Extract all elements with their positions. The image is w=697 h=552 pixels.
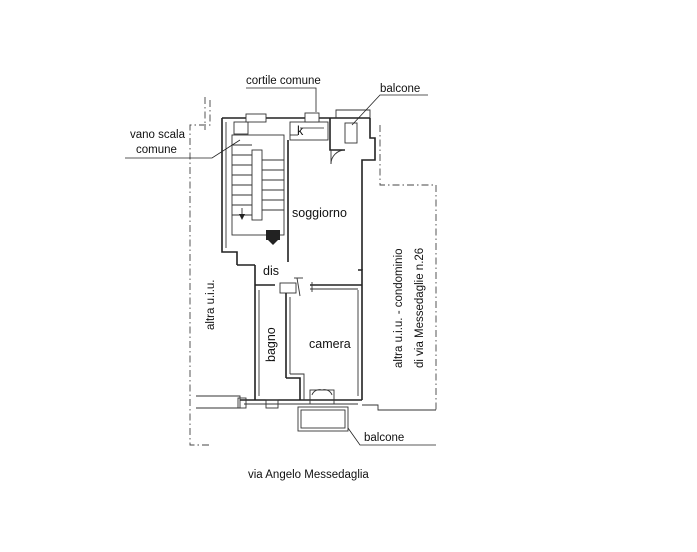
neighbour-boundaries	[189, 97, 437, 446]
label-vano-scala: vano scala	[130, 129, 186, 141]
label-altra-uiu-left: altra u.i.u.	[205, 280, 217, 331]
label-k: k	[297, 124, 304, 138]
label-comune: comune	[136, 144, 177, 156]
label-dis: dis	[263, 264, 279, 278]
label-soggiorno: soggiorno	[292, 206, 347, 220]
label-bagno: bagno	[264, 327, 278, 362]
label-balcone-bottom: balcone	[364, 432, 404, 444]
label-altra-uiu-right-1: altra u.i.u. - condominio	[393, 248, 405, 368]
label-altra-uiu-right-2: di via Messedaglie n.26	[414, 248, 426, 368]
stair-door	[266, 140, 289, 262]
kitchen-area	[289, 112, 346, 165]
interior-partitions	[255, 277, 362, 400]
label-street: via Angelo Messedaglia	[248, 469, 369, 481]
top-balcony	[335, 109, 371, 144]
leader-lines	[125, 87, 436, 446]
label-camera: camera	[309, 337, 351, 351]
label-cortile-comune: cortile comune	[246, 75, 321, 87]
stairwell	[231, 113, 285, 236]
exterior-walls	[221, 117, 376, 405]
bottom-balcony	[297, 389, 349, 432]
label-balcone-top: balcone	[380, 83, 420, 95]
bottom-left-stubs	[196, 395, 436, 411]
